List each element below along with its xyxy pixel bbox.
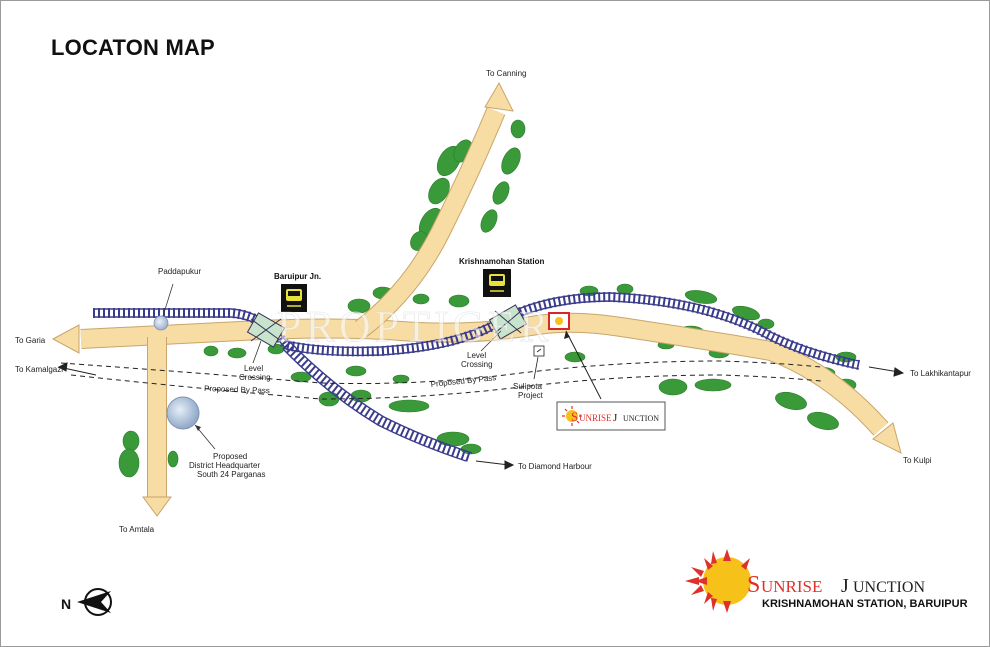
compass-north-label: N — [61, 596, 71, 612]
district-hq-marker — [166, 396, 200, 430]
logo-brand-unrise: UNRISE — [761, 577, 822, 596]
label-dhq-3: South 24 Parganas — [197, 470, 266, 479]
label-to-canning: To Canning — [486, 69, 526, 78]
logo-brand-j: J — [841, 575, 849, 597]
north-arrow-icon — [77, 591, 111, 613]
sun-logo-icon — [685, 549, 751, 613]
logo-brand-s: S — [747, 572, 760, 598]
paddapukur-marker — [153, 315, 169, 331]
train-icon-baruipur — [281, 284, 307, 312]
label-to-kulpi: To Kulpi — [903, 456, 932, 465]
label-to-lakhikantapur: To Lakhikantapur — [910, 369, 971, 378]
label-proposed-bypass-2: Proposed By Pass — [430, 373, 496, 389]
logo-brand-unction: UNCTION — [853, 579, 925, 596]
brand-logo: S UNRISE J UNCTION KRISHNAMOHAN STATION,… — [685, 549, 968, 613]
direction-arrows — [57, 362, 905, 470]
label-level-crossing-2b: Crossing — [461, 360, 493, 369]
label-paddapukur: Paddapukur — [158, 267, 201, 276]
tree-clusters — [118, 119, 857, 478]
label-sulipota-1: Sulipota — [513, 382, 542, 391]
logo-subtitle: KRISHNAMOHAN STATION, BARUIPUR — [762, 598, 968, 610]
label-level-crossing-1a: Level — [244, 364, 263, 373]
label-to-diamond-harbour: To Diamond Harbour — [518, 462, 592, 471]
level-crossing-baruipur — [246, 312, 286, 348]
callout-brand-j: J — [613, 412, 618, 424]
label-dhq-2: District Headquarter — [189, 461, 260, 470]
label-to-amtala: To Amtala — [119, 525, 155, 534]
sunrise-callout: S UNRISE J UNCTION — [556, 401, 666, 431]
label-level-crossing-2a: Level — [467, 351, 486, 360]
callout-brand-unction: UNCTION — [623, 414, 659, 423]
label-sulipota-2: Project — [518, 391, 544, 400]
label-baruipur-jn: Baruipur Jn. — [274, 272, 321, 281]
label-krishnamohan-station: Krishnamohan Station — [459, 257, 544, 266]
train-icon-krishnamohan — [483, 269, 511, 297]
label-proposed-bypass-1: Proposed By Pass — [204, 384, 270, 395]
sun-icon-small — [562, 406, 582, 426]
label-level-crossing-1b: Crossing — [239, 373, 271, 382]
level-crossing-krishnamohan — [488, 304, 528, 340]
label-to-garia: To Garia — [15, 336, 46, 345]
proposed-bypass — [60, 360, 822, 400]
callout-brand-unrise: UNRISE — [579, 413, 612, 423]
watermark: PROPTIGER — [277, 302, 553, 351]
page-title: LOCATON MAP — [51, 35, 215, 60]
label-to-kamalgazi: To Kamalgazi — [15, 365, 63, 374]
north-compass: N — [61, 588, 112, 616]
callout-brand-s: S — [571, 409, 578, 424]
label-dhq-1: Proposed — [213, 452, 247, 461]
